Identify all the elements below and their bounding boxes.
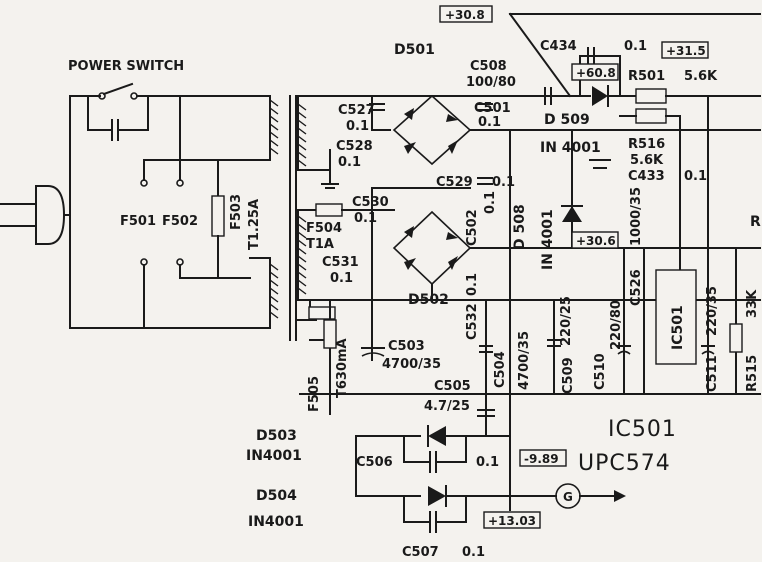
label-c527-val: 0.1 <box>346 119 369 134</box>
label-c502: C502 <box>465 209 480 246</box>
label-r501-val: 5.6K <box>684 69 718 84</box>
power-switch <box>69 82 271 329</box>
label-c501: C501 <box>474 101 511 116</box>
label-c509: C509 <box>561 357 576 394</box>
secondary-1-wiring <box>297 95 541 361</box>
negative-supply <box>355 393 626 533</box>
label-c528: C528 <box>336 139 373 154</box>
label-c531: C531 <box>322 255 359 270</box>
label-c505-val: 4.7/25 <box>424 399 470 414</box>
label-c532: C532 <box>465 303 480 340</box>
label-r515-val: 33K <box>745 289 760 318</box>
label-f504-val: T1A <box>306 237 334 252</box>
voltage-30-6: +30.6 <box>576 234 616 248</box>
label-c532-val: 0.1 <box>465 273 480 296</box>
label-c526-val: 1000/35 <box>629 187 644 246</box>
label-c527: C527 <box>338 103 375 118</box>
label-f505-val: T630mA <box>335 338 350 398</box>
label-d503: D503 <box>256 428 297 444</box>
ic-part-number: UPC574 <box>578 451 671 476</box>
label-d504: D504 <box>256 488 297 504</box>
label-c507: C507 <box>402 545 439 560</box>
label-c509-val: 220/25 <box>559 296 574 346</box>
label-c503: C503 <box>388 339 425 354</box>
voltage-13-03: +13.03 <box>488 514 536 528</box>
label-c510: C510 <box>593 353 608 390</box>
label-c529-val: 0.1 <box>492 175 515 190</box>
label-c528-val: 0.1 <box>338 155 361 170</box>
label-f504: F504 <box>306 221 342 236</box>
ic-name: IC501 <box>608 417 677 442</box>
label-d504-part: IN4001 <box>248 514 304 530</box>
label-c506-val: 0.1 <box>476 455 499 470</box>
label-c530-val: 0.1 <box>354 211 377 226</box>
label-c434-val: 0.1 <box>624 39 647 54</box>
voltage-60-8: +60.8 <box>576 66 616 80</box>
caps-d501 <box>369 103 493 185</box>
label-c510-val: 220/80 <box>609 300 624 350</box>
voltage-9-89: -9.89 <box>524 452 559 466</box>
label-c508-val: 100/80 <box>466 75 516 90</box>
label-c433-val: 0.1 <box>684 169 707 184</box>
ac-plug <box>0 185 71 245</box>
box-v-30-6 <box>571 231 619 249</box>
label-c508: C508 <box>470 59 507 74</box>
label-c530: C530 <box>352 195 389 210</box>
label-d501: D501 <box>394 42 435 58</box>
label-d508-part: IN 4001 <box>540 209 556 270</box>
label-c506: C506 <box>356 455 393 470</box>
label-c433: C433 <box>628 169 665 184</box>
box-v-30-8 <box>439 5 493 23</box>
label-f503: F503 <box>229 194 244 230</box>
label-c511: C511 <box>705 355 720 392</box>
label-c531-val: 0.1 <box>330 271 353 286</box>
label-r-edge: R <box>750 214 761 230</box>
label-d503-part: IN4001 <box>246 448 302 464</box>
box-v-60-8 <box>571 63 619 81</box>
label-c511-val: 220/35 <box>705 286 720 336</box>
transformer-primary <box>249 95 279 329</box>
voltage-selector <box>140 95 251 329</box>
filter-c503 <box>299 347 761 395</box>
label-d508: D 508 <box>512 204 528 250</box>
label-f503-val: T1.25A <box>247 199 262 250</box>
label-c529: C529 <box>436 175 473 190</box>
label-c501-val: 0.1 <box>478 115 501 130</box>
label-f501: F501 <box>120 214 156 229</box>
label-c526: C526 <box>629 269 644 306</box>
ic501-box <box>655 269 697 365</box>
label-g: G <box>563 490 573 504</box>
label-r516-val: 5.6K <box>630 153 664 168</box>
label-r515: R515 <box>745 355 760 392</box>
bridge-d501 <box>392 94 761 166</box>
box-v-13-03 <box>483 511 541 529</box>
label-c434: C434 <box>540 39 577 54</box>
box-v-31-5 <box>661 41 709 59</box>
label-r516: R516 <box>628 137 665 152</box>
label-c504-val: 4700/35 <box>517 331 532 390</box>
transformer-core <box>289 95 297 341</box>
transformer-secondary <box>297 95 307 301</box>
label-c502-val: 0.1 <box>483 191 498 214</box>
label-c504: C504 <box>493 351 508 388</box>
label-c503-val: 4700/35 <box>382 357 441 372</box>
box-v-9-89 <box>519 449 567 467</box>
voltage-31-5: +31.5 <box>666 44 706 58</box>
label-d509-part: IN 4001 <box>540 140 601 156</box>
label-f505: F505 <box>307 376 322 412</box>
label-r501: R501 <box>628 69 665 84</box>
label-c507-val: 0.1 <box>462 545 485 560</box>
ic501-box-label: IC501 <box>670 305 686 350</box>
label-f502: F502 <box>162 214 198 229</box>
label-c505: C505 <box>434 379 471 394</box>
label-d502: D502 <box>408 292 449 308</box>
output-section <box>479 12 761 511</box>
voltage-30-8: +30.8 <box>445 8 485 22</box>
power-switch-title: POWER SWITCH <box>68 59 184 74</box>
label-d509: D 509 <box>544 112 590 128</box>
